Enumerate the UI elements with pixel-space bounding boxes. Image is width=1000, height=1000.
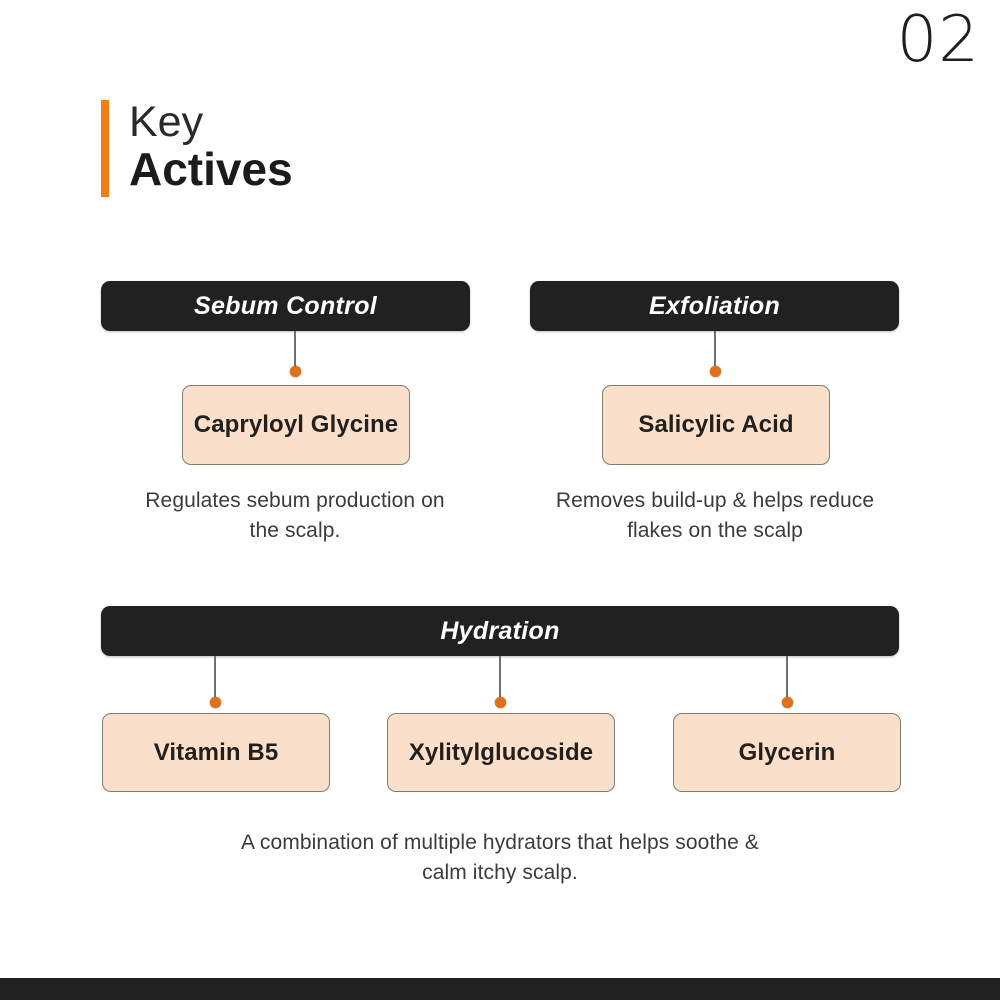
- bottom-accent-bar: [0, 978, 1000, 1000]
- connector-line: [714, 331, 716, 367]
- connector-hydration-to-xylitylglucoside: [493, 656, 507, 708]
- connector-dot-icon: [209, 697, 221, 708]
- page-title: Key Actives: [101, 100, 293, 197]
- category-header-hydration[interactable]: Hydration: [101, 606, 899, 656]
- connector-dot-icon: [289, 366, 301, 377]
- category-header-label: Sebum Control: [193, 291, 378, 320]
- title-accent-bar: [101, 100, 109, 197]
- connector-dot-icon: [709, 366, 721, 377]
- ingredient-label: Glycerin: [738, 738, 836, 766]
- ingredient-label: Vitamin B5: [153, 738, 279, 766]
- title-line-actives: Actives: [129, 143, 293, 196]
- ingredient-label: Salicylic Acid: [638, 411, 794, 439]
- connector-dot-icon: [781, 697, 793, 708]
- ingredient-label: Capryloyl Glycine: [193, 411, 399, 439]
- ingredient-box-glycerin[interactable]: Glycerin: [673, 713, 901, 792]
- ingredient-box-capryloyl-glycine[interactable]: Capryloyl Glycine: [182, 385, 410, 465]
- connector-hydration-to-vitamin-b5: [208, 656, 222, 708]
- title-line-key: Key: [129, 98, 204, 147]
- category-header-sebum-control[interactable]: Sebum Control: [101, 281, 470, 331]
- connector-line: [214, 656, 216, 698]
- category-header-exfoliation[interactable]: Exfoliation: [530, 281, 899, 331]
- description-exfoliation: Removes build-up & helps reduce flakes o…: [555, 489, 875, 542]
- description-sebum-control: Regulates sebum production on the scalp.: [145, 489, 445, 542]
- ingredient-box-salicylic-acid[interactable]: Salicylic Acid: [602, 385, 830, 465]
- connector-line: [786, 656, 788, 698]
- category-header-label: Exfoliation: [648, 291, 781, 320]
- ingredient-label: Xylitylglucoside: [408, 738, 594, 766]
- connector-exfoliation-to-salicylic-acid: [708, 331, 722, 377]
- category-header-label: Hydration: [440, 616, 560, 645]
- ingredient-box-xylitylglucoside[interactable]: Xylitylglucoside: [387, 713, 615, 792]
- ingredient-box-vitamin-b5[interactable]: Vitamin B5: [102, 713, 330, 792]
- connector-line: [294, 331, 296, 367]
- title-text-group: Key Actives: [129, 100, 293, 197]
- connector-sebum-control-to-capryloyl-glycine: [288, 331, 302, 377]
- description-hydration: A combination of multiple hydrators that…: [241, 831, 759, 884]
- page-number: 02: [896, 3, 980, 77]
- connector-line: [499, 656, 501, 698]
- connector-dot-icon: [494, 697, 506, 708]
- connector-hydration-to-glycerin: [780, 656, 794, 708]
